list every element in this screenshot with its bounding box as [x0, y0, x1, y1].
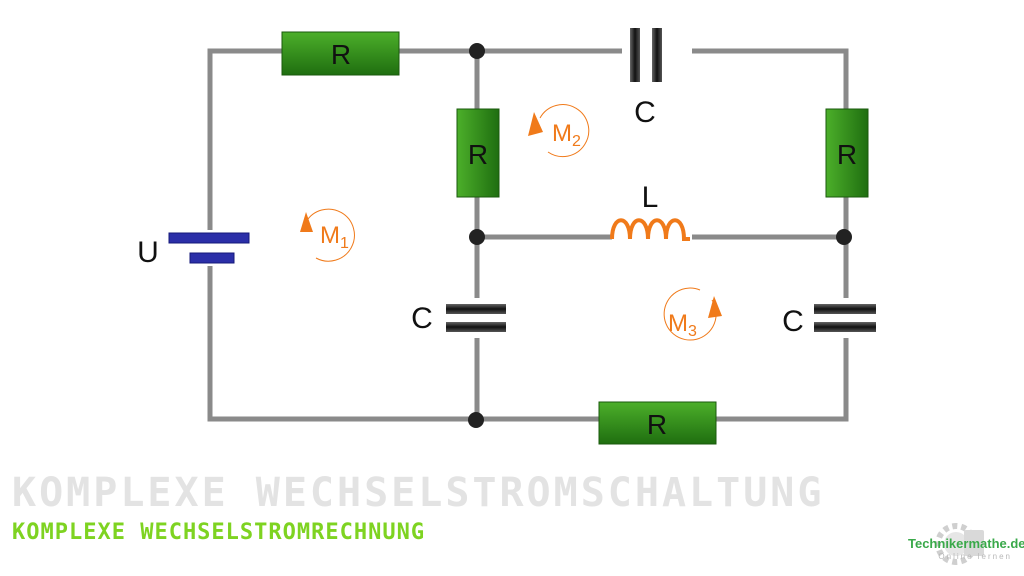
logo-tagline: Online lernen: [938, 552, 1012, 561]
sub-title: Komplexe Wechselstromrechnung: [12, 520, 426, 545]
inductor: L: [610, 181, 692, 242]
capacitor-left-label: C: [411, 302, 433, 335]
node-top: [469, 43, 485, 59]
node-bottom: [468, 412, 484, 428]
resistor-top: R: [281, 31, 400, 76]
capacitor-right-label: C: [782, 305, 804, 338]
resistor-bottom-label: R: [647, 409, 667, 440]
resistor-bottom: R: [598, 401, 717, 445]
resistor-middle: R: [456, 108, 500, 198]
resistor-middle-label: R: [468, 139, 488, 170]
logo-name: Technikermathe.de: [908, 536, 1024, 551]
mesh-2: M 2: [528, 104, 590, 158]
voltage-source: U: [137, 230, 250, 269]
node-middle-left: [469, 229, 485, 245]
mesh-3-letter: M: [668, 310, 688, 337]
gear-icon: [935, 523, 984, 565]
capacitor-top: C: [622, 28, 692, 129]
main-title: Komplexe Wechselstromschaltung: [12, 470, 825, 516]
mesh-2-index: 2: [572, 133, 581, 150]
mesh-3: M 3: [663, 287, 722, 341]
node-middle-right: [836, 229, 852, 245]
resistor-right-label: R: [837, 139, 857, 170]
inductor-label: L: [642, 181, 659, 214]
source-label: U: [137, 236, 159, 269]
capacitor-top-label: C: [634, 96, 656, 129]
resistor-right: R: [825, 108, 869, 198]
capacitor-left: C: [411, 298, 511, 338]
resistor-top-label: R: [331, 39, 351, 70]
mesh-1-index: 1: [340, 235, 349, 252]
wires: [207, 48, 849, 422]
mesh-2-letter: M: [552, 120, 572, 147]
brand-logo: Technikermathe.de Online lernen: [908, 516, 1024, 572]
mesh-1: M 1: [300, 208, 355, 262]
mesh-1-letter: M: [320, 222, 340, 249]
mesh-3-index: 3: [688, 323, 697, 340]
capacitor-right: C: [782, 298, 880, 338]
